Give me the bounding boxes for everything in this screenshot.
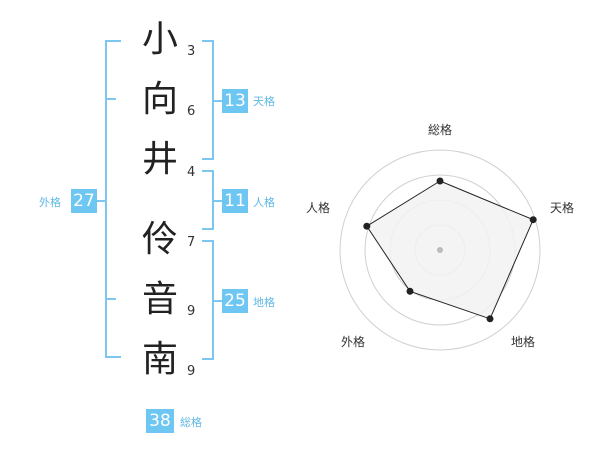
- name-char-2: 向: [141, 79, 178, 120]
- stroke-count-6: 9: [187, 364, 196, 379]
- stroke-count-4: 7: [187, 235, 196, 250]
- radar-point-1: [436, 177, 444, 185]
- radar-ring-4: [339, 149, 541, 351]
- soukaku-label: 総格: [180, 416, 202, 429]
- radar-axis-label-tenkaku: 天格: [550, 201, 575, 215]
- name-char-6: 南: [141, 339, 178, 380]
- radar-axis-label-chikaku: 地格: [511, 335, 536, 349]
- radar-value-polygon: [366, 180, 534, 320]
- jinkaku-value-badge: 11: [222, 189, 248, 213]
- radar-point-2: [529, 216, 537, 224]
- stroke-count-1: 3: [187, 44, 196, 59]
- radar-point-5: [363, 222, 371, 230]
- chikaku-label: 地格: [253, 296, 275, 309]
- soukaku-value-badge: 38: [146, 409, 174, 433]
- tenkaku-label: 天格: [253, 95, 275, 108]
- radar-axis-label-soukaku: 総格: [428, 123, 453, 137]
- name-char-4: 伶: [141, 219, 178, 260]
- stroke-count-5: 9: [187, 304, 196, 319]
- radar-center-dot: [437, 247, 443, 253]
- name-char-1: 小: [141, 19, 178, 60]
- radar-point-4: [406, 287, 414, 295]
- radar-axis-label-jinkaku: 人格: [306, 201, 331, 215]
- name-char-5: 音: [141, 279, 178, 320]
- radar-point-3: [486, 315, 494, 323]
- name-char-3: 井: [141, 139, 178, 180]
- stroke-count-2: 6: [187, 104, 196, 119]
- radar-axis-label-gaikaku: 外格: [341, 335, 366, 349]
- tenkaku-value-badge: 13: [222, 89, 248, 113]
- chikaku-value-badge: 25: [222, 289, 248, 313]
- jinkaku-label: 人格: [253, 196, 275, 209]
- gaikaku-label: 外格: [39, 196, 61, 209]
- stroke-count-3: 4: [187, 165, 196, 180]
- gaikaku-value-badge: 27: [71, 189, 97, 213]
